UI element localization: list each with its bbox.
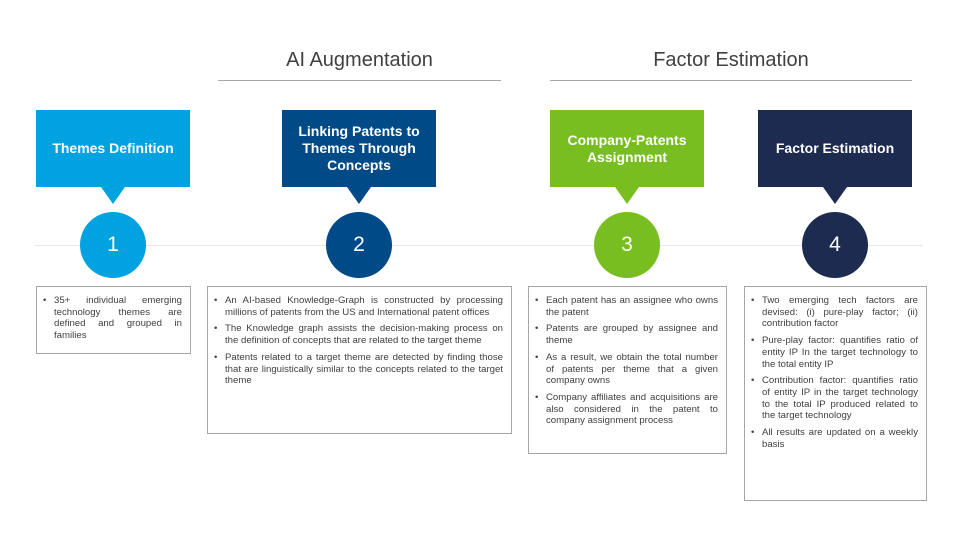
step-2-number: 2 [353,233,365,256]
step-1-title: Themes Definition [52,140,174,156]
section-divider [218,80,501,81]
step-2-circle: 2 [326,212,392,278]
callout-pointer [615,187,639,204]
step-4-number: 4 [829,233,841,256]
list-item: An AI-based Knowledge-Graph is construct… [214,295,503,318]
callout-pointer [101,187,125,204]
list-item: The Knowledge graph assists the decision… [214,323,503,346]
section-title-factor-estimation: Factor Estimation [653,49,809,71]
step-1-callout: Themes Definition [36,110,190,204]
step-1-number: 1 [107,233,119,256]
step-2-callout: Linking Patents to Themes Through Concep… [282,110,436,204]
section-title-ai-augmentation: AI Augmentation [286,49,433,71]
step-3-callout: Company-Patents Assignment [550,110,704,204]
step-3-number: 3 [621,233,633,256]
section-divider [550,80,912,81]
list-item: 35+ individual emerging technology theme… [43,295,182,342]
list-item: As a result, we obtain the total number … [535,352,718,387]
list-item: Each patent has an assignee who owns the… [535,295,718,318]
step-4-circle: 4 [802,212,868,278]
callout-pointer [347,187,371,204]
step-4-title: Factor Estimation [775,140,895,156]
list-item: Company affiliates and acquisitions are … [535,392,718,427]
step-4-description: Two emerging tech factors are devised: (… [744,286,927,501]
list-item: All results are updated on a weekly basi… [751,427,918,450]
timeline-line [35,245,923,246]
list-item: Two emerging tech factors are devised: (… [751,295,918,330]
step-1-circle: 1 [80,212,146,278]
step-1-description: 35+ individual emerging technology theme… [36,286,191,354]
list-item: Contribution factor: quantifies ratio of… [751,375,918,422]
list-item: Pure-play factor: quantifies ratio of en… [751,335,918,370]
step-3-description: Each patent has an assignee who owns the… [528,286,727,454]
step-2-description: An AI-based Knowledge-Graph is construct… [207,286,512,434]
list-item: Patents related to a target theme are de… [214,352,503,387]
step-4-callout: Factor Estimation [758,110,912,204]
callout-pointer [823,187,847,204]
step-3-title: Company-Patents Assignment [567,131,687,165]
list-item: Patents are grouped by assignee and them… [535,323,718,346]
step-2-title: Linking Patents to Themes Through Concep… [298,123,420,173]
step-3-circle: 3 [594,212,660,278]
